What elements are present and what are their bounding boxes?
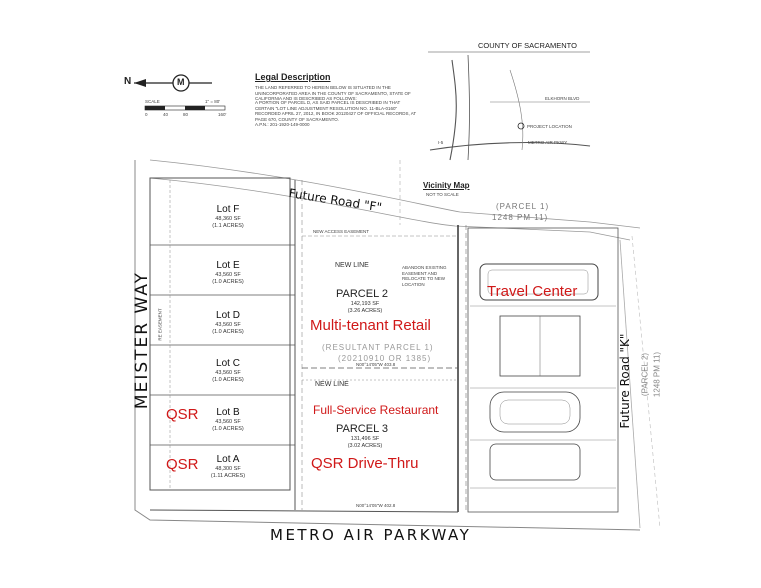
lot-d-sf: 43,560 SF: [215, 322, 241, 328]
scale-bar-fill: [185, 106, 205, 110]
project-location-marker: [517, 122, 525, 130]
vicinity-label: PROJECT LOCATION: [527, 124, 572, 129]
resultant-line-2: (20210910 OR 1385): [338, 354, 432, 363]
north-circle-label: M: [177, 77, 185, 87]
easement-side-label: RE EASEMENT: [157, 308, 163, 341]
road-metro-air-parkway: METRO AIR PARKWAY: [270, 526, 472, 544]
lot-c-acres: (1.0 ACRES): [212, 377, 244, 383]
parcel-2-sf: 142,193 SF: [350, 301, 380, 307]
drive-thru-inner: [499, 399, 571, 425]
scale-label: SCALE: [145, 99, 160, 104]
parcel-2-acres: (3.26 ACRES): [347, 308, 383, 314]
road-k-edge: [619, 239, 641, 529]
lot-d-name: Lot D: [216, 310, 240, 321]
lot-e-sf: 43,560 SF: [215, 272, 241, 278]
vicinity-label: ELKHORN BLVD: [545, 96, 580, 101]
road-meister-way: MEISTER WAY: [132, 270, 152, 410]
qsr-lot-a-label: QSR: [166, 456, 199, 473]
vicinity-road: [467, 54, 470, 161]
lot-e-acres: (1.0 ACRES): [212, 279, 244, 285]
lot-c-sf: 43,560 SF: [215, 370, 241, 376]
scale-tick: 0: [145, 112, 148, 117]
new-line-label-1: NEW LINE: [335, 262, 369, 269]
legal-para-1: THE LAND REFERRED TO HEREIN BELOW IS SIT…: [255, 85, 411, 101]
qsr-lot-b-label: QSR: [166, 406, 199, 423]
full-service-label: Full-Service Restaurant: [313, 403, 439, 417]
parcel-1-top-book: 1248 PM 11): [492, 213, 549, 222]
legal-title: Legal Description: [255, 72, 331, 82]
lot-b-sf: 43,560 SF: [215, 419, 241, 425]
vicinity-road: [429, 141, 591, 151]
lot-e-name: Lot E: [216, 260, 240, 271]
lot-c-name: Lot C: [216, 358, 240, 369]
scale-tick: 40: [163, 112, 169, 117]
vicinity-title: Vicinity Map: [423, 181, 470, 190]
north-arrow-circle: [172, 74, 190, 92]
abandon-note: ABANDON EXISTING EASEMENT AND RELOCATE T…: [402, 265, 447, 287]
lot-a-name: Lot A: [216, 454, 240, 465]
travel-center-parcel: [467, 227, 619, 513]
vicinity-label: METRO AIR PKWY: [528, 140, 568, 145]
lot-column: [149, 177, 291, 491]
lot-f-name: Lot F: [216, 204, 240, 215]
parcel-3-acres: (3.02 ACRES): [347, 443, 383, 449]
road-f-edge-north: [149, 159, 641, 229]
travel-center-label: Travel Center: [487, 283, 578, 300]
lot-d-acres: (1.0 ACRES): [212, 329, 244, 335]
scale-tick: 80: [183, 112, 189, 117]
parcel-21-book: 1248 PM 11): [652, 351, 662, 398]
site-boundary: [134, 160, 641, 531]
parcel-2-name: PARCEL 2: [336, 288, 388, 300]
qsr-drive-thru-label: QSR Drive-Thru: [311, 455, 419, 472]
scale-ratio: 1" = 80': [205, 99, 221, 104]
drive-thru-loop: [489, 391, 581, 433]
road-f-edge-south: [149, 177, 631, 241]
vicinity-subtitle: NOT TO SCALE: [426, 192, 459, 197]
bearing-bottom: N00°14'05"W 402.8: [356, 503, 396, 508]
lot-f-sf: 48,360 SF: [215, 216, 241, 222]
scale-tick: 160': [218, 112, 227, 117]
north-arrow-head: [134, 79, 146, 87]
fuel-canopy: [479, 263, 599, 301]
vicinity-county: COUNTY OF SACRAMENTO: [478, 41, 577, 50]
scale-bar-fill: [145, 106, 165, 110]
legal-para-2: A PORTION OF PARCEL D, AS SAID PARCEL IS…: [255, 100, 417, 122]
parcel-3-name: PARCEL 3: [336, 423, 388, 435]
vicinity-road: [449, 59, 457, 161]
lot-a-sf: 48,300 SF: [215, 466, 241, 472]
vicinity-road: [509, 69, 524, 151]
canopy-inner: [487, 269, 589, 295]
resultant-line-1: (RESULTANT PARCEL 1): [322, 343, 434, 352]
lot-b-acres: (1.0 ACRES): [212, 426, 244, 432]
bearing-mid: N00°14'05"W 403.8: [356, 362, 396, 367]
parcel-3-sf: 131,496 SF: [350, 436, 380, 442]
new-line-label-2: NEW LINE: [315, 381, 349, 388]
legal-apn: A.P.N.: 201-1920-149-0000: [255, 122, 310, 127]
parcel-1-top-name: (PARCEL 1): [496, 202, 550, 211]
road-future-k: Future Road "K": [618, 333, 632, 429]
parcel-21-name: (PARCEL 2): [640, 352, 650, 397]
lot-f-acres: (1.1 ACRES): [212, 223, 244, 229]
vicinity-label: I-5: [438, 140, 444, 145]
parcel-south-line: [149, 509, 459, 513]
access-easement-label: NEW ACCESS EASEMENT: [313, 229, 370, 234]
lot-a-acres: (1.11 ACRES): [210, 473, 246, 479]
north-letter: N: [124, 76, 132, 87]
multi-tenant-label: Multi-tenant Retail: [310, 317, 431, 334]
lot-b-name: Lot B: [216, 407, 240, 418]
restaurant-pad: [489, 443, 581, 481]
